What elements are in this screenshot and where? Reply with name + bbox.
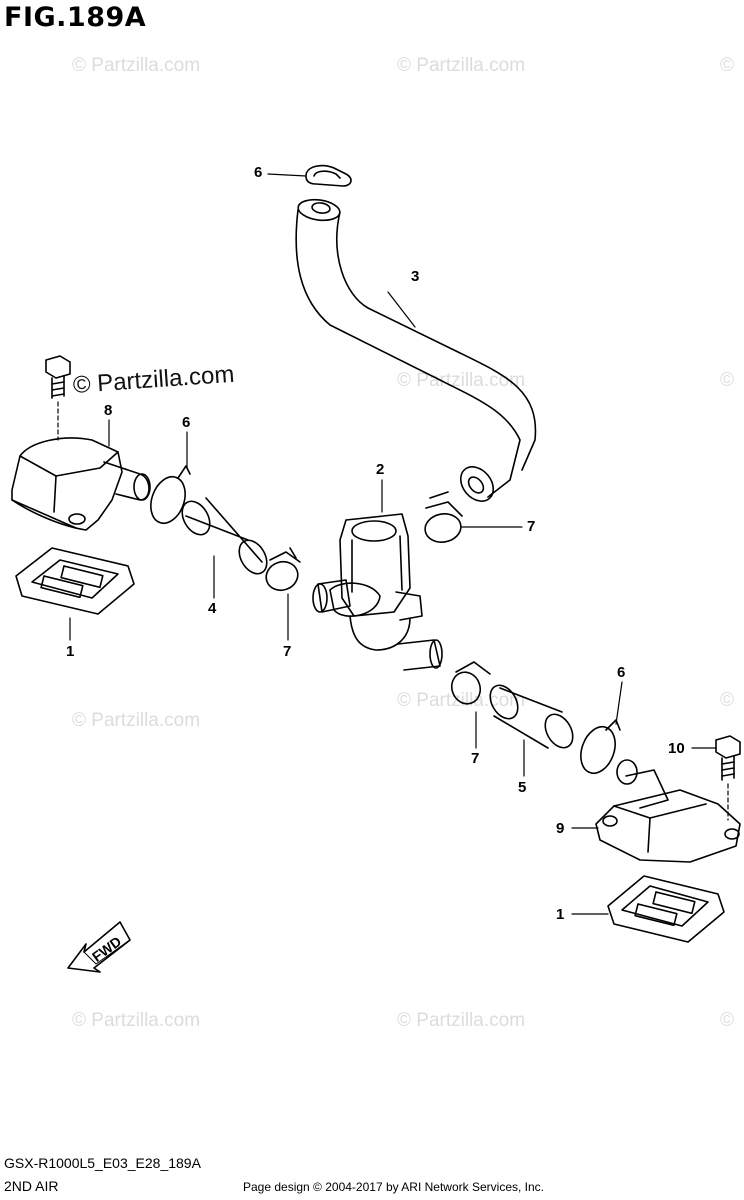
callout-6-left[interactable]: 6 xyxy=(182,414,191,431)
hose-clip-6-top[interactable] xyxy=(305,164,352,187)
bolt-10-left[interactable] xyxy=(45,355,71,399)
callout-8[interactable]: 8 xyxy=(104,402,113,419)
hose-clip-6-right[interactable] xyxy=(575,719,621,778)
watermark-symbol-low-right: © xyxy=(720,690,734,711)
section-name: 2ND AIR xyxy=(4,1178,59,1194)
bolt-10-right[interactable] xyxy=(715,735,741,781)
reed-valve-cover-8[interactable] xyxy=(11,437,151,531)
reed-valve-cover-9[interactable] xyxy=(595,759,741,863)
model-code: GSX-R1000L5_E03_E28_189A xyxy=(4,1155,201,1171)
watermark-symbol-top-right: © xyxy=(720,55,734,76)
watermark-top-center: © Partzilla.com xyxy=(397,55,526,76)
callout-2[interactable]: 2 xyxy=(376,461,385,478)
watermark-low-left: © Partzilla.com xyxy=(72,710,201,731)
callout-4[interactable]: 4 xyxy=(208,600,217,617)
callout-5[interactable]: 5 xyxy=(518,779,527,796)
callout-10-right[interactable]: 10 xyxy=(668,740,685,757)
hose-clip-6-left[interactable] xyxy=(145,465,191,528)
callout-6-right[interactable]: 6 xyxy=(617,664,626,681)
callout-9[interactable]: 9 xyxy=(556,820,565,837)
hose-clamp-7-top[interactable] xyxy=(423,491,463,545)
callout-7-top[interactable]: 7 xyxy=(527,518,536,535)
hose-4[interactable] xyxy=(177,496,273,578)
forward-direction-arrow-icon xyxy=(67,921,131,973)
hose-clamp-7-left[interactable] xyxy=(262,547,302,595)
watermark-bottom-left: © Partzilla.com xyxy=(72,1010,201,1031)
reed-valve-1-left[interactable] xyxy=(15,547,135,615)
hose-5[interactable] xyxy=(485,680,579,752)
callout-7-lower[interactable]: 7 xyxy=(471,750,480,767)
air-hose-3[interactable] xyxy=(295,197,537,507)
callout-6-top[interactable]: 6 xyxy=(254,164,263,181)
watermark-symbol-mid-right: © xyxy=(720,370,734,391)
hose-clamp-7-lower[interactable] xyxy=(447,661,491,708)
callout-1-right[interactable]: 1 xyxy=(556,906,565,923)
figure-title: FIG.189A xyxy=(4,2,147,33)
callout-3[interactable]: 3 xyxy=(411,268,420,285)
watermark-symbol-bottom-right: © xyxy=(720,1010,734,1031)
callout-7-left[interactable]: 7 xyxy=(283,643,292,660)
copyright-text: Page design © 2004-2017 by ARI Network S… xyxy=(243,1180,545,1194)
air-control-valve-2[interactable] xyxy=(312,513,443,671)
watermark-top-left: © Partzilla.com xyxy=(72,55,201,76)
watermark-bottom-center: © Partzilla.com xyxy=(397,1010,526,1031)
callout-1-left[interactable]: 1 xyxy=(66,643,75,660)
reed-valve-1-right[interactable] xyxy=(607,875,725,943)
